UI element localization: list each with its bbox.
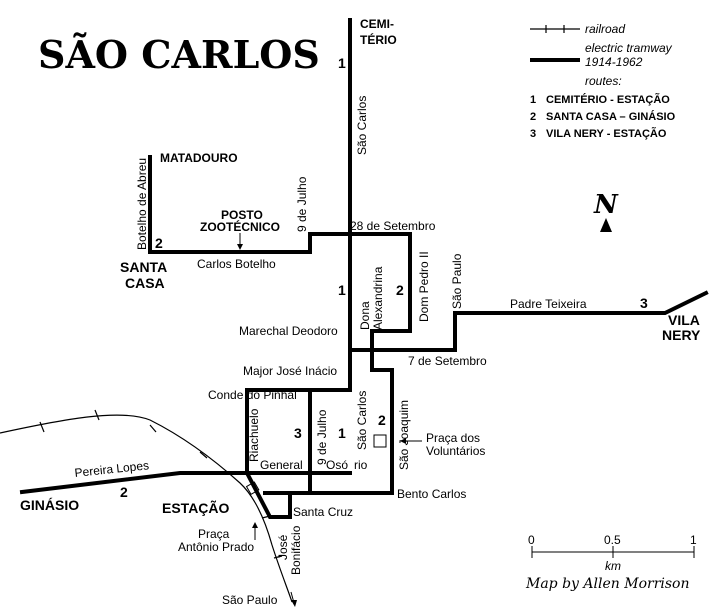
legend-route-1-num: 1	[530, 94, 536, 106]
praca-antonio-square	[245, 481, 260, 496]
legend-route-2-name: SANTA CASA – GINÁSIO	[546, 110, 676, 123]
legend-routes-heading: routes:	[585, 74, 622, 88]
street-dona-alexandrina-1: Dona	[358, 301, 372, 330]
north-arrow: N	[593, 190, 619, 232]
street-dona-alexandrina-2: Alexandrina	[371, 266, 385, 330]
street-sao-joaquim: São Joaquim	[397, 400, 411, 470]
street-7-setembro: 7 de Setembro	[408, 354, 487, 368]
place-matadouro: MATADOURO	[160, 151, 238, 165]
place-ginasio: GINÁSIO	[20, 497, 79, 513]
place-praca-antonio-1: Praça	[198, 527, 230, 541]
legend-route-1-name: CEMITÉRIO - ESTAÇÃO	[546, 93, 670, 106]
scale-bar: 0 0.5 1 km	[528, 533, 697, 573]
route-3-riachuelo: 3	[294, 425, 302, 441]
place-praca-voluntarios-2: Voluntários	[426, 444, 485, 458]
place-cemiterio-1: CEMI-	[360, 17, 394, 31]
route-2-santa-casa: 2	[155, 235, 163, 251]
legend-route-3-num: 3	[530, 128, 536, 140]
street-9-julho-south: 9 de Julho	[315, 409, 329, 465]
tramway-network	[19, 18, 709, 519]
place-santa-casa-2: CASA	[125, 275, 165, 291]
legend-route-3-name: VILA NERY - ESTAÇÃO	[546, 127, 667, 140]
street-santa-cruz: Santa Cruz	[293, 505, 353, 519]
voluntarios-arrow	[400, 438, 422, 444]
place-vila-nery-2: NERY	[662, 327, 701, 343]
scale-tick-05: 0.5	[604, 533, 621, 547]
map-title: SÃO CARLOS	[38, 32, 320, 77]
legend-tramway-label-1: electric tramway	[585, 41, 673, 55]
place-praca-antonio-2: Antônio Prado	[178, 540, 254, 554]
place-estacao: ESTAÇÃO	[162, 499, 230, 516]
street-osorio-1: Osó	[326, 458, 348, 472]
place-vila-nery-1: VILA	[668, 312, 700, 328]
route-2-dom-pedro: 2	[396, 282, 404, 298]
place-posto-2: ZOOTÉCNICO	[200, 219, 280, 234]
legend: railroad electric tramway 1914-1962 rout…	[530, 22, 676, 140]
street-general: General	[260, 458, 303, 472]
street-carlos-botelho: Carlos Botelho	[197, 257, 276, 271]
street-bento-carlos: Bento Carlos	[397, 487, 466, 501]
place-cemiterio-2: TÉRIO	[360, 32, 397, 47]
map-credit: Map by Allen Morrison	[525, 576, 690, 592]
place-santa-casa-1: SANTA	[120, 259, 167, 275]
route-1-mid: 1	[338, 282, 346, 298]
legend-tramway-label-2: 1914-1962	[585, 55, 643, 69]
street-sao-carlos-north: São Carlos	[355, 96, 369, 155]
street-osorio-2: rio	[354, 458, 368, 472]
route-2-sao-joaquim: 2	[378, 412, 386, 428]
route-1-south: 1	[338, 425, 346, 441]
street-sao-paulo-south: São Paulo	[222, 593, 278, 607]
place-praca-voluntarios-1: Praça dos	[426, 431, 480, 445]
railroad-line	[0, 409, 293, 603]
north-arrow-letter: N	[593, 190, 619, 220]
street-dom-pedro-ii: Dom Pedro II	[417, 251, 431, 322]
street-sao-paulo-north: São Paulo	[450, 253, 464, 309]
sao-paulo-arrow	[290, 591, 297, 607]
scale-tick-1: 1	[690, 533, 697, 547]
praca-voluntarios-square	[373, 434, 387, 448]
posto-arrow	[237, 233, 243, 250]
street-9-julho-north: 9 de Julho	[295, 176, 309, 232]
scale-tick-0: 0	[528, 533, 535, 547]
street-padre-teixeira: Padre Teixeira	[510, 297, 587, 311]
route-1-top: 1	[338, 55, 346, 71]
street-botelho-de-abreu: Botelho de Abreu	[135, 158, 149, 250]
street-28-setembro: 28 de Setembro	[350, 219, 436, 233]
street-sao-carlos-south: São Carlos	[355, 391, 369, 450]
street-major-jose-inacio: Major José Inácio	[243, 364, 337, 378]
street-riachuelo: Riachuelo	[247, 408, 261, 462]
route-2-ginasio: 2	[120, 484, 128, 500]
legend-route-2-num: 2	[530, 111, 536, 123]
antonio-prado-arrow	[252, 522, 258, 540]
route-3-vila-nery: 3	[640, 295, 648, 311]
street-marechal-deodoro: Marechal Deodoro	[239, 324, 338, 338]
street-conde-do-pinhal: Conde do Pinhal	[208, 388, 297, 402]
street-jose-bonifacio-1: José	[276, 534, 290, 560]
place-posto-1: POSTO	[221, 208, 263, 222]
scale-unit: km	[605, 559, 621, 573]
street-jose-bonifacio-2: Bonifácio	[289, 525, 303, 575]
legend-railroad-label: railroad	[585, 22, 625, 36]
